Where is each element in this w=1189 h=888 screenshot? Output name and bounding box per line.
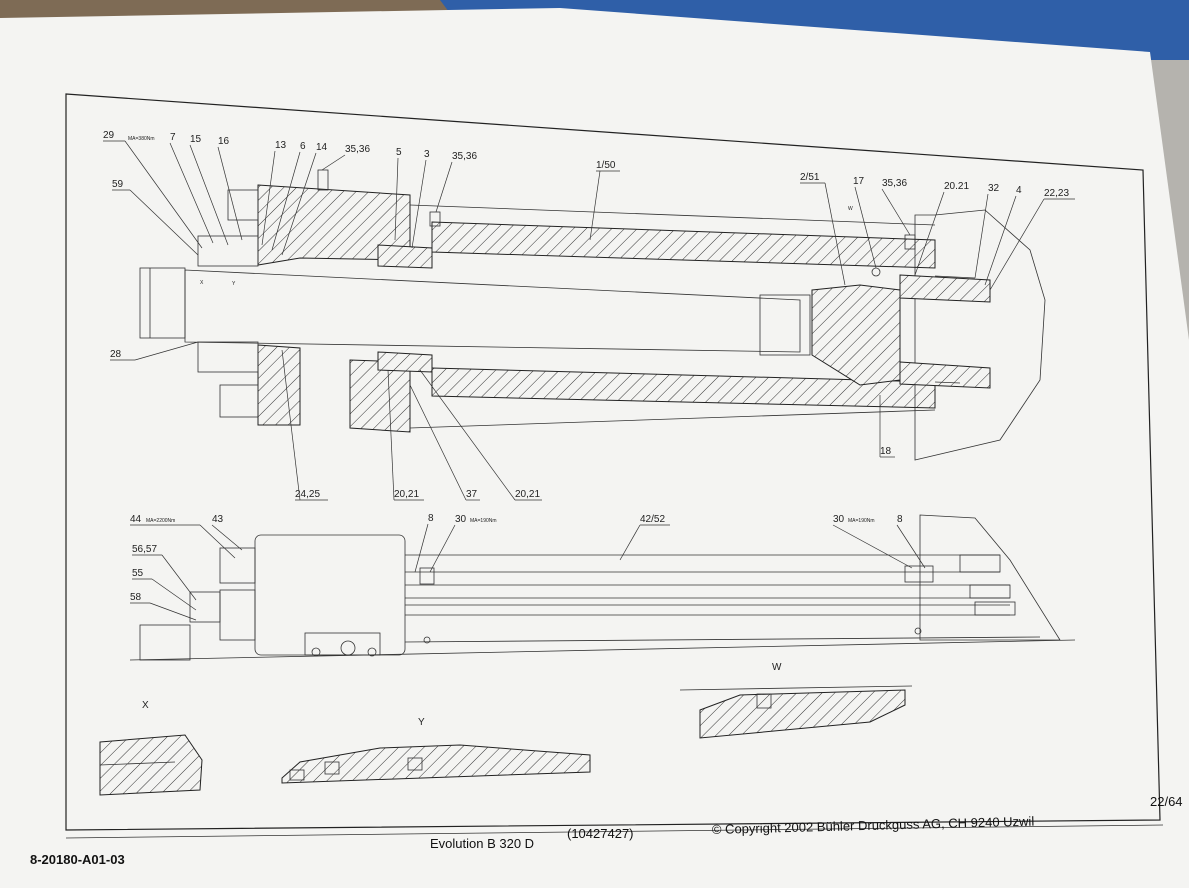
view-y-mark: Y (232, 281, 236, 287)
label-17: 17 (853, 176, 865, 187)
label-3: 3 (424, 149, 430, 160)
seal-top (197, 235, 259, 267)
label-16: 16 (218, 136, 230, 147)
label-35-36b: 35,36 (452, 151, 477, 162)
label-18: 18 (880, 446, 892, 457)
copyright: © Copyright 2002 Bühler Druckguss AG, CH… (712, 814, 1035, 837)
label-20-21c: 20,21 (515, 489, 540, 500)
label-22-23: 22,23 (1044, 188, 1069, 199)
label-30a: 30 (455, 514, 467, 525)
cylinder-section (139, 169, 1046, 461)
detail-w-title: W (772, 662, 782, 673)
label-7: 7 (170, 132, 176, 143)
flange-bottom (257, 344, 301, 426)
order-number: (10427427) (567, 826, 634, 841)
label-20-21b: 20,21 (394, 489, 419, 500)
bushing-top (377, 244, 433, 269)
label-55: 55 (132, 568, 144, 579)
bolt-top (227, 189, 259, 221)
upper-labels: 29 MA=380Nm 7 15 16 13 6 14 35,36 5 3 35… (103, 130, 1069, 500)
detail-view-y: Y (281, 717, 591, 784)
detail-x-title: X (142, 700, 149, 711)
label-35-36a: 35,36 (345, 144, 370, 155)
label-13: 13 (275, 140, 287, 151)
label-28: 28 (110, 349, 122, 360)
label-4: 4 (1016, 185, 1022, 196)
head-insert-bottom (899, 361, 991, 389)
label-58: 58 (130, 592, 142, 603)
view-x-mark: X (200, 280, 204, 286)
label-29: 29 (103, 130, 115, 141)
label-42-52: 42/52 (640, 514, 665, 525)
label-43: 43 (212, 514, 224, 525)
label-14: 14 (316, 142, 328, 153)
tie-bar-assembly (129, 514, 1076, 661)
centerline-base (129, 639, 1076, 661)
upper-leaders (103, 140, 1075, 501)
label-44: 44 (130, 514, 142, 525)
machine-title: Evolution B 320 D (430, 836, 534, 851)
label-8a: 8 (428, 513, 434, 524)
label-1-50: 1/50 (596, 160, 616, 171)
label-30b: 30 (833, 514, 845, 525)
label-35-36c: 35,36 (882, 178, 907, 189)
title-underline (65, 824, 1164, 839)
torque-2200: MA=2200Nm (146, 518, 175, 524)
housing-block (254, 534, 406, 656)
label-15: 15 (190, 134, 202, 145)
torque-190a: MA=190Nm (470, 518, 497, 524)
detail-y-title: Y (418, 717, 425, 728)
label-24-25: 24,25 (295, 489, 320, 500)
label-8b: 8 (897, 514, 903, 525)
view-w-mark: W (848, 206, 853, 212)
page-number: 22/64 (1150, 794, 1183, 809)
drawing-frame (65, 93, 1161, 831)
rod-end (139, 267, 186, 339)
label-56-57: 56,57 (132, 544, 157, 555)
torque-190b: MA=190Nm (848, 518, 875, 524)
title-block: Evolution B 320 D (10427427) © Copyright… (30, 794, 1183, 867)
seal-bottom (197, 341, 259, 373)
detail-view-x: X (99, 700, 203, 796)
torque-380: MA=380Nm (128, 136, 155, 142)
bushing-mid (377, 351, 433, 373)
head-insert-top (899, 274, 991, 303)
label-37: 37 (466, 489, 478, 500)
detail-view-w: W (679, 662, 913, 739)
label-2-51: 2/51 (800, 172, 820, 183)
label-32: 32 (988, 183, 1000, 194)
label-20-21a: 20.21 (944, 181, 969, 192)
label-6: 6 (300, 141, 306, 152)
piston-rod (184, 269, 801, 353)
label-59: 59 (112, 179, 124, 190)
middle-labels: 44 MA=2200Nm 43 8 30 MA=190Nm 42/52 30 M… (130, 513, 903, 603)
tube-wall-top (431, 221, 936, 269)
label-5: 5 (396, 147, 402, 158)
drawing-number: 8-20180-A01-03 (30, 852, 125, 867)
bolt-bottom (219, 384, 259, 418)
middle-leaders (130, 523, 926, 621)
piston (811, 284, 901, 386)
